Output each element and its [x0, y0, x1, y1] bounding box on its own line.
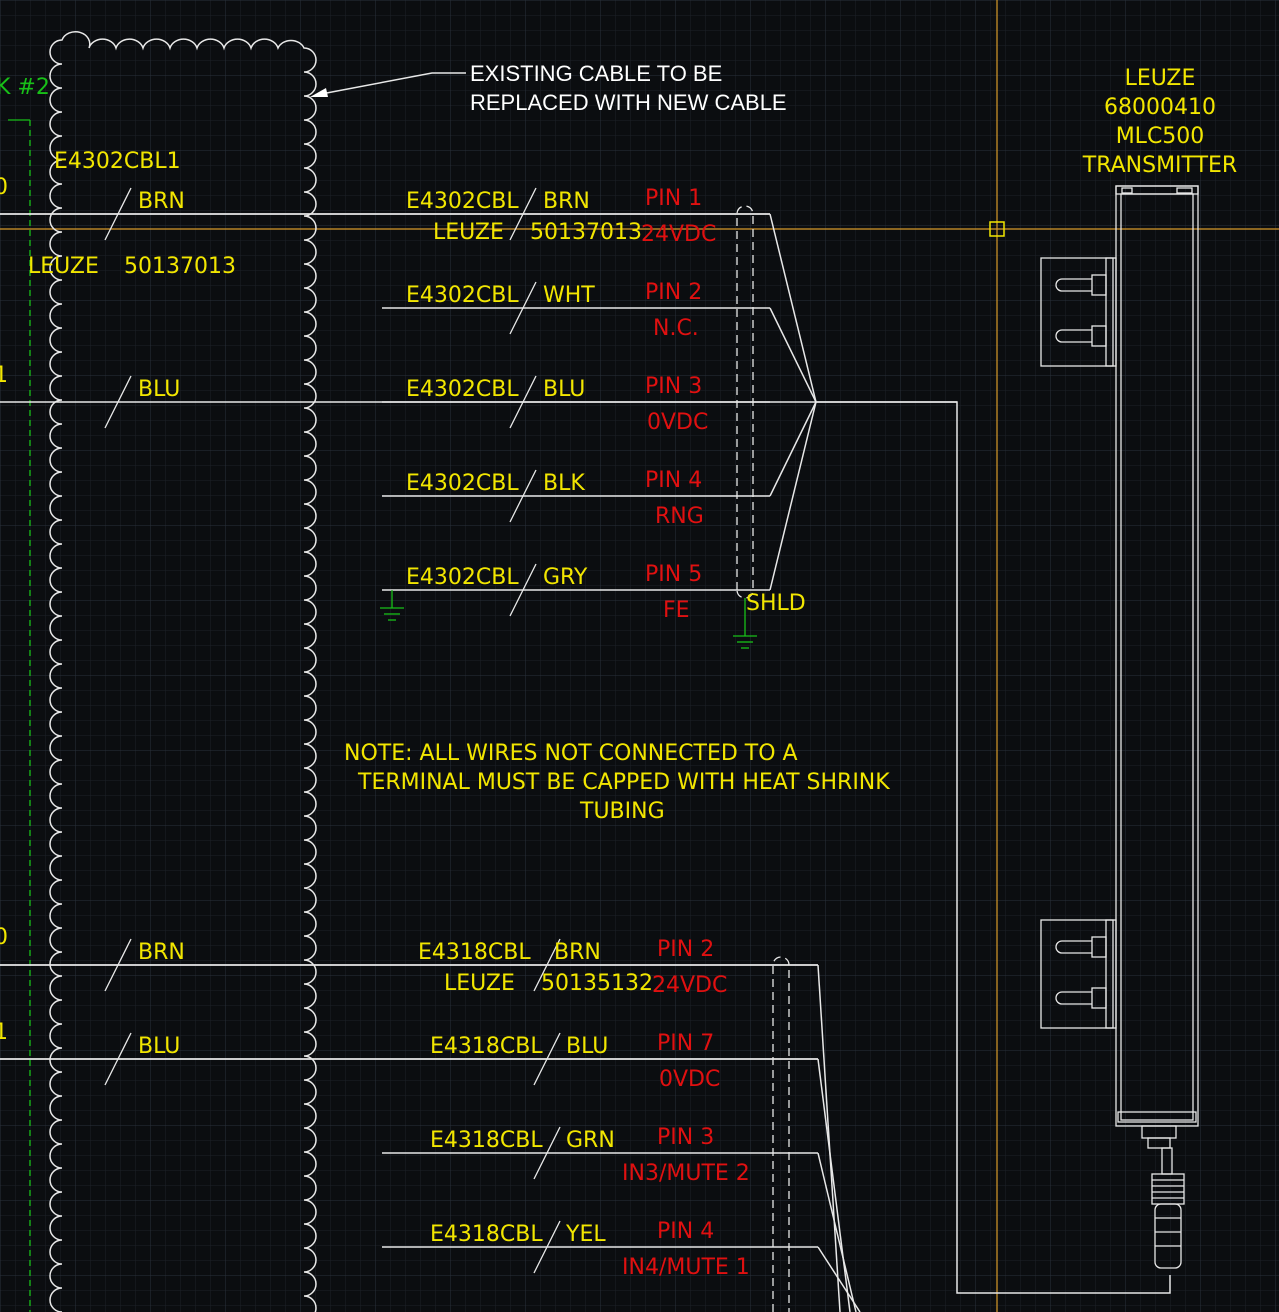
lower-wire-pin: PIN 4 — [657, 1219, 714, 1244]
upper-wire-cable: E4302CBL — [406, 189, 519, 214]
fe-ground — [380, 590, 404, 621]
lower-wire-func: 0VDC — [659, 1067, 720, 1092]
upper-wire-slash — [509, 281, 537, 335]
upper-wire-pin: PIN 4 — [645, 468, 702, 493]
lower-wire-func: IN4/MUTE 1 — [622, 1255, 750, 1280]
left-margin-mark-4: 1 — [0, 1020, 8, 1045]
upper-wire-color: GRY — [543, 565, 588, 590]
upper-wire-cable: E4302CBL — [406, 471, 519, 496]
note-line-3: TUBING — [579, 799, 665, 824]
lower-wire-slash — [533, 1126, 561, 1180]
left-cable-id: E4302CBL1 — [54, 149, 181, 174]
upper-wire-group: E4302CBL BRN PIN 1 24VDC E4302CBL WHT PIN 2 N.C… — [0, 186, 770, 623]
left-brn-label-lower: BRN — [138, 940, 185, 965]
lower-wire-color: BRN — [554, 940, 601, 965]
upper-wire-cable: E4302CBL — [406, 377, 519, 402]
note-line-1: NOTE: ALL WIRES NOT CONNECTED TO A — [344, 741, 798, 766]
upper-wire-pin: PIN 2 — [645, 280, 702, 305]
transmitter-drawing — [1040, 185, 1199, 1269]
callout-leader — [310, 72, 466, 97]
lower-wire-cable: E4318CBL — [430, 1222, 543, 1247]
upper-wire-func: 24VDC — [641, 222, 716, 247]
upper-wire-slash — [509, 375, 537, 429]
left-margin-mark-1: 0 — [0, 175, 8, 200]
lower-wire-func: 24VDC — [652, 973, 727, 998]
left-brn-label: BRN — [138, 189, 185, 214]
lower-wire-cable: E4318CBL — [418, 940, 531, 965]
upper-shield — [733, 205, 757, 649]
left-part: 50137013 — [124, 254, 236, 279]
upper-fan-in — [769, 213, 1171, 1294]
upper-wire-slash — [509, 187, 537, 241]
note-line-2: TERMINAL MUST BE CAPPED WITH HEAT SHRINK — [357, 770, 890, 795]
lower-fan-in — [817, 964, 861, 1312]
lower-wire-color: YEL — [565, 1222, 606, 1247]
fragment-label: K #2 — [0, 75, 50, 100]
upper-wire-color: BRN — [543, 189, 590, 214]
callout-line-1: EXISTING CABLE TO BE — [470, 61, 722, 86]
upper-vendor: LEUZE — [433, 220, 504, 245]
lower-wire-cable: E4318CBL — [430, 1128, 543, 1153]
lower-wire-slash — [533, 1032, 561, 1086]
upper-wire-func: RNG — [655, 504, 704, 529]
upper-wire-color: BLU — [543, 377, 585, 402]
upper-wire-pin: PIN 5 — [645, 562, 702, 587]
upper-wire-slash — [509, 563, 537, 617]
lower-wire-slash — [533, 1220, 561, 1274]
lower-wire-pin: PIN 2 — [657, 937, 714, 962]
upper-wire-slash — [509, 469, 537, 523]
revision-cloud — [49, 31, 317, 1312]
upper-wire-pin: PIN 3 — [645, 374, 702, 399]
device-line-4: TRANSMITTER — [1082, 153, 1237, 178]
lower-wire-color: GRN — [566, 1128, 615, 1153]
left-blu-label: BLU — [138, 377, 180, 402]
lower-wire-pin: PIN 7 — [657, 1031, 714, 1056]
device-line-1: LEUZE — [1125, 66, 1196, 91]
left-blu-label-lower: BLU — [138, 1034, 180, 1059]
upper-wire-cable: E4302CBL — [406, 283, 519, 308]
lower-vendor: LEUZE — [444, 971, 515, 996]
upper-wire-func: 0VDC — [647, 410, 708, 435]
lower-wire-slash — [533, 938, 561, 992]
lower-wire-func: IN3/MUTE 2 — [622, 1161, 750, 1186]
device-line-2: 68000410 — [1104, 95, 1216, 120]
device-line-3: MLC500 — [1116, 124, 1205, 149]
lower-wire-cable: E4318CBL — [430, 1034, 543, 1059]
left-margin-mark-2: 1 — [0, 363, 8, 388]
upper-wire-pin: PIN 1 — [645, 186, 702, 211]
lower-shield — [772, 956, 790, 1312]
callout-line-2: REPLACED WITH NEW CABLE — [470, 90, 787, 115]
shield-label: SHLD — [746, 591, 806, 616]
lower-wire-group: E4318CBL BRN PIN 2 24VDC E4318CBL BLU PIN 7 0VD… — [0, 937, 818, 1280]
upper-wire-func: N.C. — [653, 316, 699, 341]
upper-wire-cable: E4302CBL — [406, 565, 519, 590]
upper-wire-color: BLK — [543, 471, 585, 496]
left-margin-mark-3: 0 — [0, 925, 8, 950]
upper-wire-func: FE — [663, 598, 690, 623]
lower-wire-pin: PIN 3 — [657, 1125, 714, 1150]
lower-wire-color: BLU — [566, 1034, 608, 1059]
lower-part: 50135132 — [541, 971, 653, 996]
upper-part: 50137013 — [530, 220, 642, 245]
upper-wire-color: WHT — [543, 283, 595, 308]
crosshair-pickbox — [989, 221, 1005, 237]
left-vendor: LEUZE — [28, 254, 99, 279]
